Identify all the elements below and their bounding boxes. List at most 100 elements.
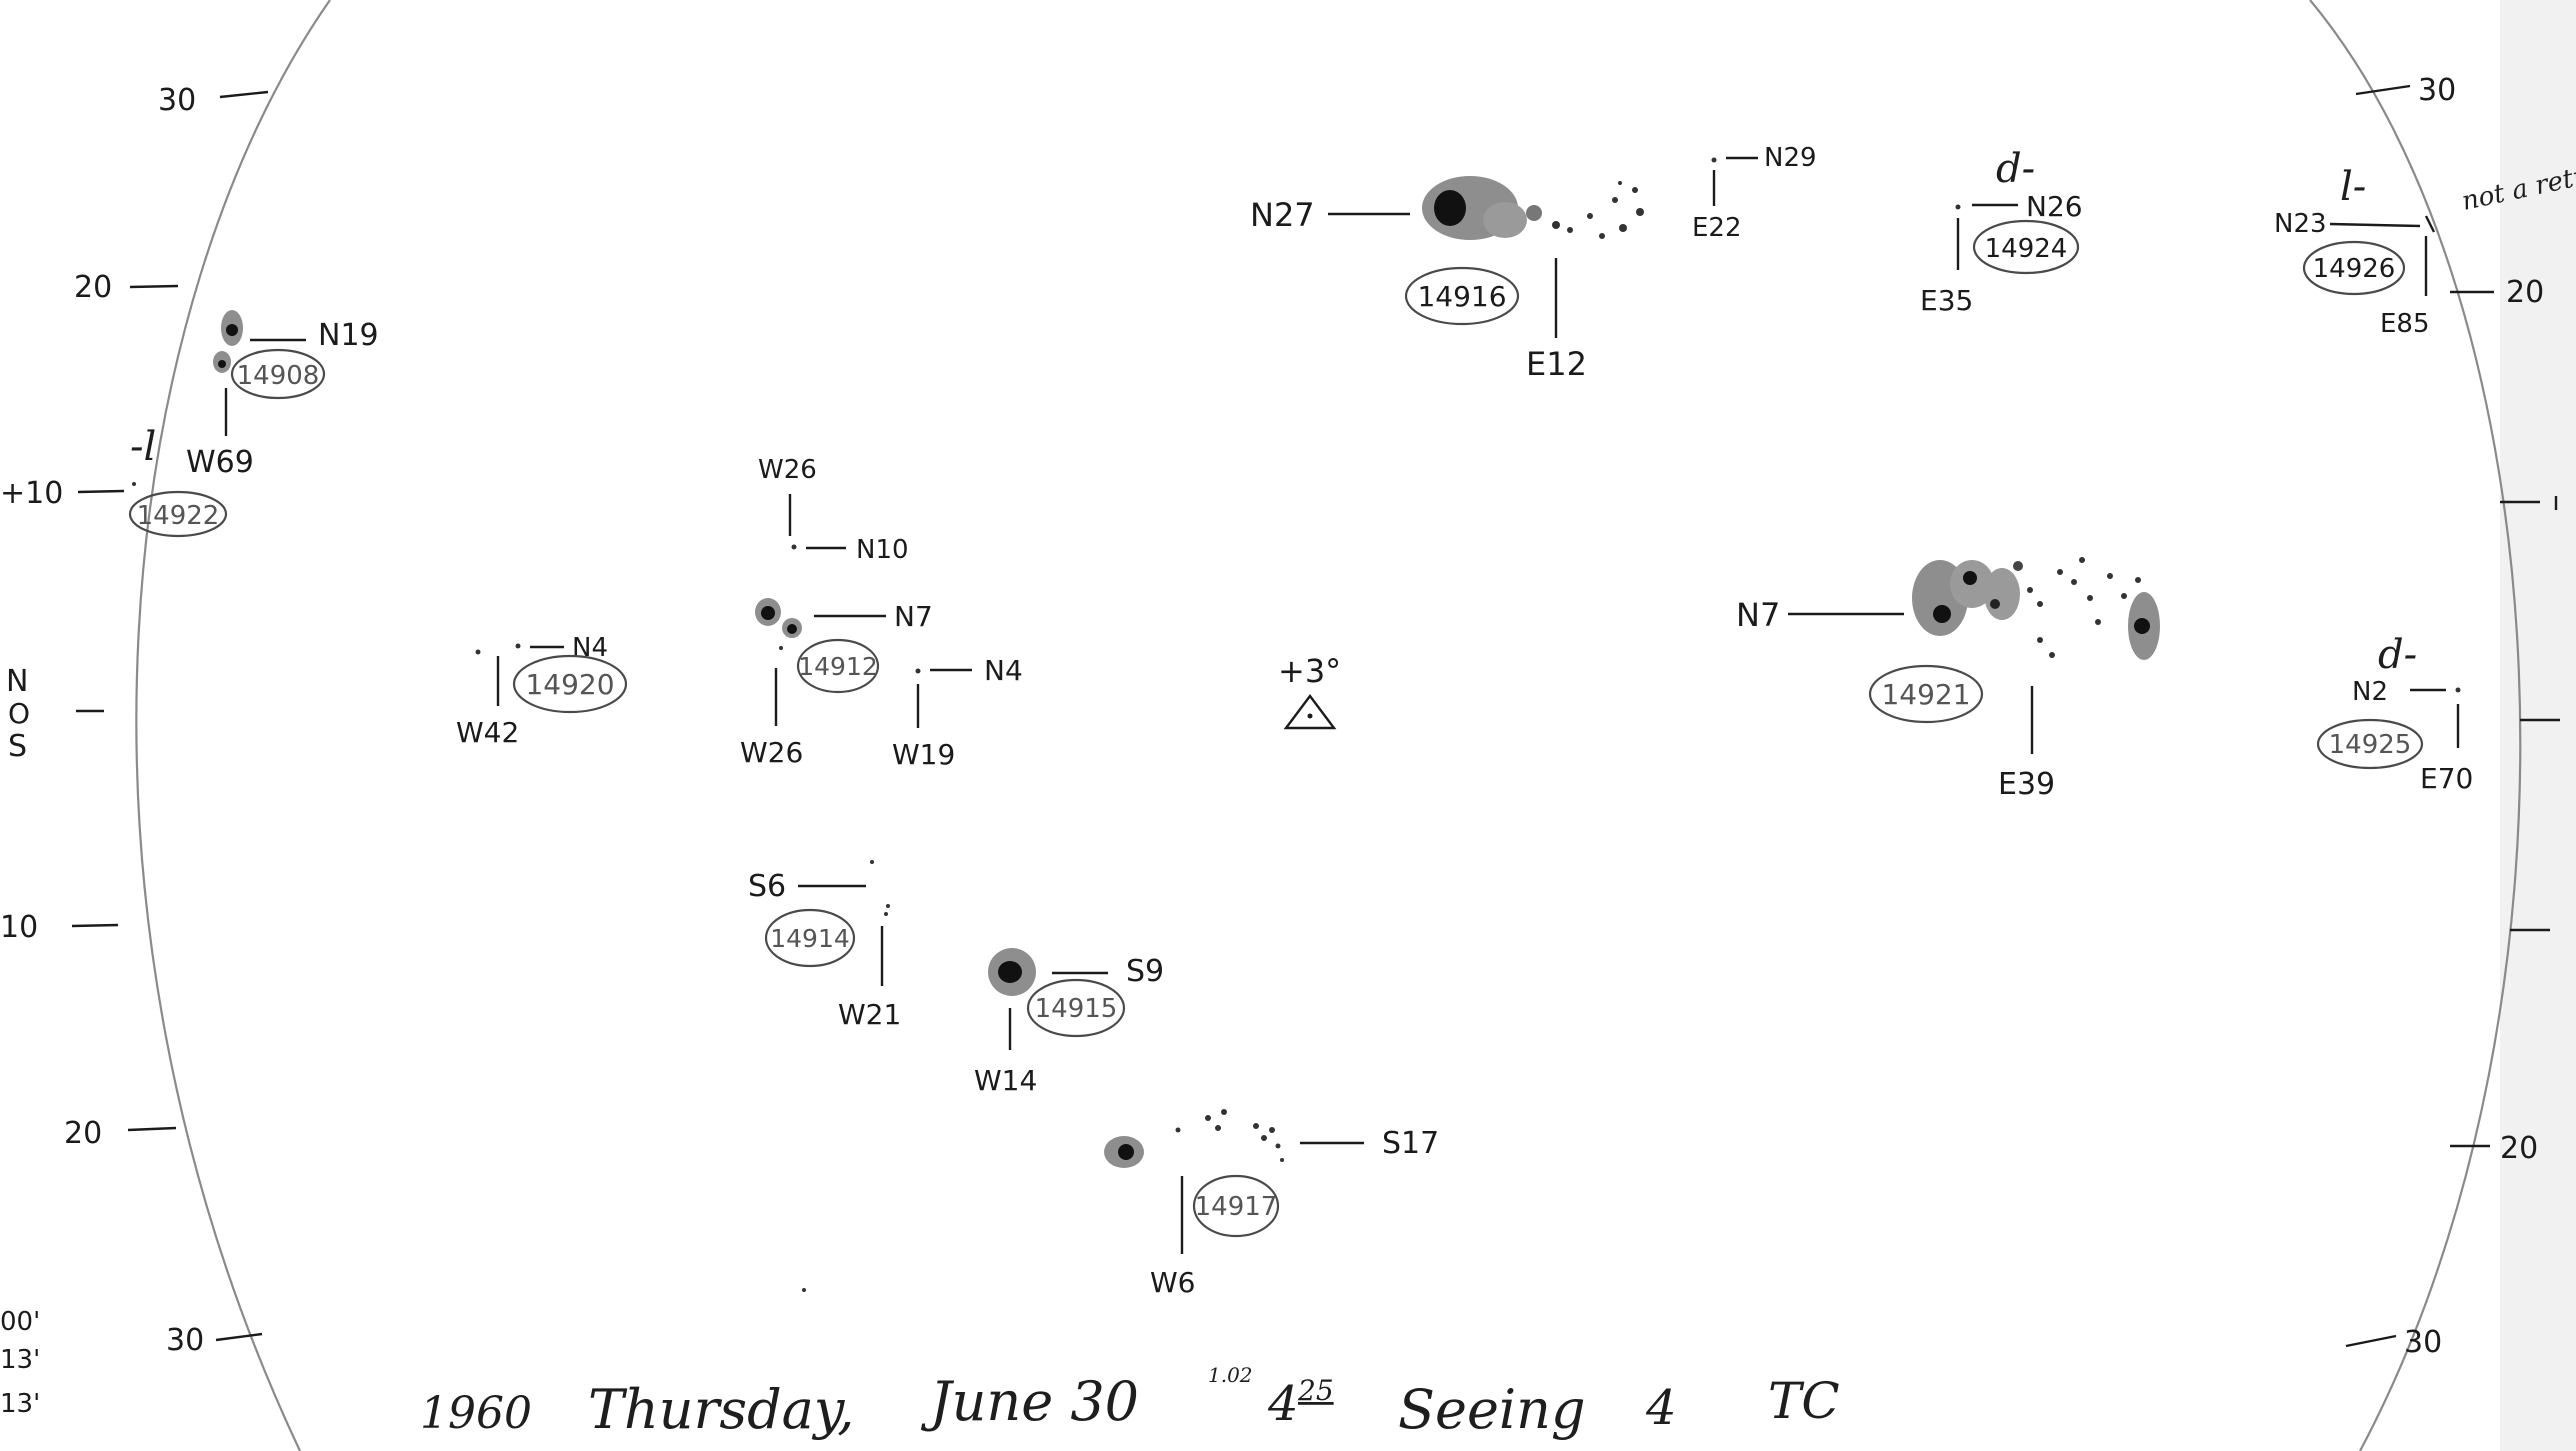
region-oval — [2302, 240, 2406, 296]
scale-label: 10 — [0, 910, 38, 945]
tick-mark — [77, 489, 125, 494]
spot — [1280, 1158, 1284, 1162]
region-lon: W26 — [740, 736, 803, 769]
footer-seeing-label: Seeing — [1398, 1378, 1586, 1441]
ns-label-s: S — [8, 729, 27, 764]
spot — [475, 649, 481, 655]
footer-time-hour: 4 — [1267, 1376, 1299, 1432]
region-lon: E39 — [1998, 767, 2055, 802]
umbra — [1118, 1144, 1134, 1160]
spot — [886, 904, 890, 908]
left-margin-notes: 00' 13' 13' — [0, 1307, 40, 1419]
spot — [1618, 181, 1622, 185]
spot — [1175, 1127, 1181, 1133]
spot — [1215, 1125, 1221, 1131]
scale-label: 20 — [64, 1116, 102, 1151]
region-lat: N4 — [984, 654, 1023, 687]
observation-footer: 1960 Thursday, June 30 1.02 4 25 Seeing … — [420, 1363, 1840, 1441]
sunspot-group-14908: N19 W69 14908 — [186, 310, 379, 480]
region-lon: W69 — [186, 445, 254, 480]
region-lon: W14 — [974, 1064, 1037, 1097]
spot — [1632, 187, 1638, 193]
spot — [2455, 687, 2461, 693]
region-lat: S6 — [748, 869, 786, 904]
center-marker: +3° — [1278, 652, 1341, 730]
region-oval — [1972, 219, 2080, 275]
sunspot-group-14914: S6 W21 14914 — [748, 860, 901, 1031]
tick-mark — [71, 923, 119, 928]
leader-line — [2424, 215, 2436, 233]
spot — [2079, 557, 2085, 563]
footer-seeing-value: 4 — [1645, 1380, 1677, 1436]
region-lon: W19 — [892, 738, 955, 771]
center-dot — [1307, 713, 1313, 719]
scale-label: 30 — [166, 1323, 204, 1358]
region-oval — [1026, 978, 1126, 1038]
umbra — [226, 324, 238, 336]
region-lon: E70 — [2420, 762, 2473, 795]
region-lat: S17 — [1382, 1126, 1439, 1161]
umbra — [1963, 571, 1977, 585]
spot — [2037, 601, 2043, 607]
region-lat: N7 — [894, 600, 933, 633]
footer-time-minutes: 25 — [1297, 1374, 1334, 1407]
paper-edge-shadow — [2500, 0, 2576, 1451]
spot — [2107, 573, 2113, 579]
sunspot-group-n29: N29 E22 — [1692, 143, 1817, 243]
spot — [132, 482, 136, 486]
scale-label: +10 — [0, 476, 63, 511]
margin-note: 00' — [0, 1307, 40, 1337]
region-oval — [1404, 266, 1520, 326]
region-number: 14920 — [525, 668, 614, 701]
region-lon: W21 — [838, 998, 901, 1031]
spot — [2121, 593, 2127, 599]
tick-mark — [127, 1126, 177, 1132]
scale-label: 20 — [74, 270, 112, 305]
spot — [2071, 579, 2077, 585]
spot — [1253, 1123, 1259, 1129]
spot — [884, 912, 888, 916]
spot — [1275, 1143, 1281, 1149]
spot — [2027, 587, 2033, 593]
region-oval — [764, 908, 856, 968]
spot — [791, 544, 797, 550]
sunspot-group-14925: d- N2 E70 14925 — [2316, 632, 2473, 795]
tick-mark — [219, 90, 269, 99]
region-class: d- — [2378, 632, 2417, 678]
scale-label: 20 — [2500, 1131, 2538, 1166]
region-lon: W26 — [758, 455, 817, 485]
scale-label: 30 — [158, 83, 196, 118]
spot — [1619, 224, 1627, 232]
scale-label: 20 — [2506, 275, 2544, 310]
spot — [1587, 213, 1593, 219]
region-lat: N23 — [2274, 209, 2327, 239]
spot — [1711, 157, 1717, 163]
region-number: 14914 — [770, 924, 850, 953]
spot — [1261, 1135, 1267, 1141]
sunspot-group-n4-w19: N4 W19 — [892, 654, 1023, 771]
region-lat: N27 — [1250, 196, 1315, 234]
region-number: 14921 — [1881, 678, 1970, 711]
sunspot-group-n10: W26 N10 — [758, 455, 909, 565]
region-lat: S9 — [1126, 954, 1164, 989]
umbra — [1990, 599, 2000, 609]
region-lon: E85 — [2380, 309, 2430, 339]
region-class: -l — [130, 424, 156, 470]
left-limb-arc — [135, 0, 331, 1451]
spot — [915, 668, 921, 674]
region-number: 14926 — [2313, 254, 2396, 284]
spot — [2057, 569, 2063, 575]
spot — [2095, 619, 2101, 625]
region-class: l- — [2340, 164, 2366, 210]
spot — [2037, 637, 2043, 643]
leader-line — [2329, 222, 2421, 228]
region-lon: E12 — [1526, 345, 1587, 383]
spot — [2013, 561, 2023, 571]
spot — [1599, 233, 1605, 239]
spot — [1205, 1115, 1211, 1121]
sunspot-group-14920: N4 W42 14920 — [456, 633, 628, 749]
spot — [2087, 595, 2093, 601]
ns-label-o: O — [8, 697, 30, 730]
spot — [2049, 652, 2055, 658]
